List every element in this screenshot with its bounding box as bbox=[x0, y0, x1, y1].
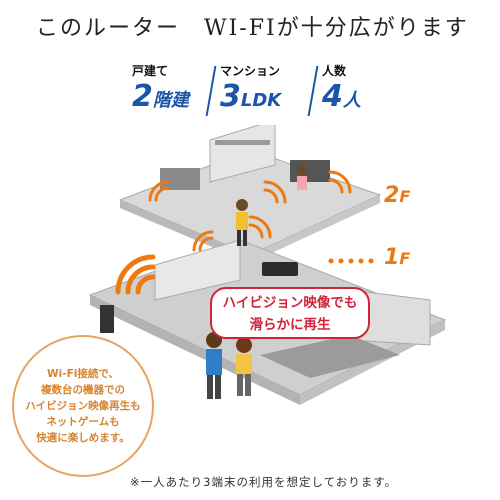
video-callout-line1: ハイビジョン映像でも bbox=[222, 295, 358, 311]
note-line: ネットゲームも bbox=[46, 416, 120, 428]
note-line: 複数台の機器での bbox=[41, 384, 125, 396]
tv-shape bbox=[290, 160, 330, 182]
wifi-benefit-note: Wi-Fi接続で、 複数台の機器での ハイビジョン映像再生も ネットゲームも 快… bbox=[12, 335, 154, 477]
note-line: 快適に楽しめます。 bbox=[36, 432, 130, 444]
person-figure bbox=[297, 165, 307, 190]
stat-house-label: 戸建て bbox=[132, 64, 169, 78]
person-figure bbox=[236, 199, 248, 246]
stat-separator bbox=[205, 66, 217, 116]
house-floors-illustration bbox=[88, 125, 447, 405]
stat-apartment-value: 3LDK bbox=[220, 79, 282, 114]
stat-apartment-label: マンション bbox=[220, 64, 281, 78]
note-line: Wi-Fi接続で、 bbox=[47, 368, 119, 380]
person-figure bbox=[206, 332, 222, 399]
video-callout-line2: 滑らかに再生 bbox=[249, 317, 331, 333]
stat-people-label: 人数 bbox=[322, 64, 347, 78]
wifi-signal-icon bbox=[115, 254, 156, 295]
stat-people: 人数 4人 bbox=[322, 62, 361, 122]
floor-connector-dots bbox=[328, 258, 374, 264]
note-line: ハイビジョン映像再生も bbox=[25, 400, 141, 412]
stat-house: 戸建て 2階建 bbox=[132, 62, 189, 122]
router-icon bbox=[262, 262, 298, 276]
stat-people-value: 4人 bbox=[322, 79, 361, 114]
video-callout: ハイビジョン映像でも 滑らかに再生 bbox=[210, 287, 370, 339]
floor-label-2f: 2F bbox=[384, 183, 411, 208]
desk-shape bbox=[160, 168, 200, 190]
home-stats: 戸建て 2階建 マンション 3LDK 人数 4人 bbox=[128, 62, 398, 122]
stat-house-value: 2階建 bbox=[132, 79, 189, 114]
stat-separator bbox=[307, 66, 319, 116]
stat-apartment: マンション 3LDK bbox=[220, 62, 281, 122]
usage-footnote: ※一人あたり3端末の利用を想定しております。 bbox=[130, 475, 398, 489]
page-headline: このルーター WI-FIが十分広がります bbox=[36, 16, 469, 41]
floor-label-1f: 1F bbox=[384, 245, 411, 270]
person-figure bbox=[236, 337, 252, 396]
